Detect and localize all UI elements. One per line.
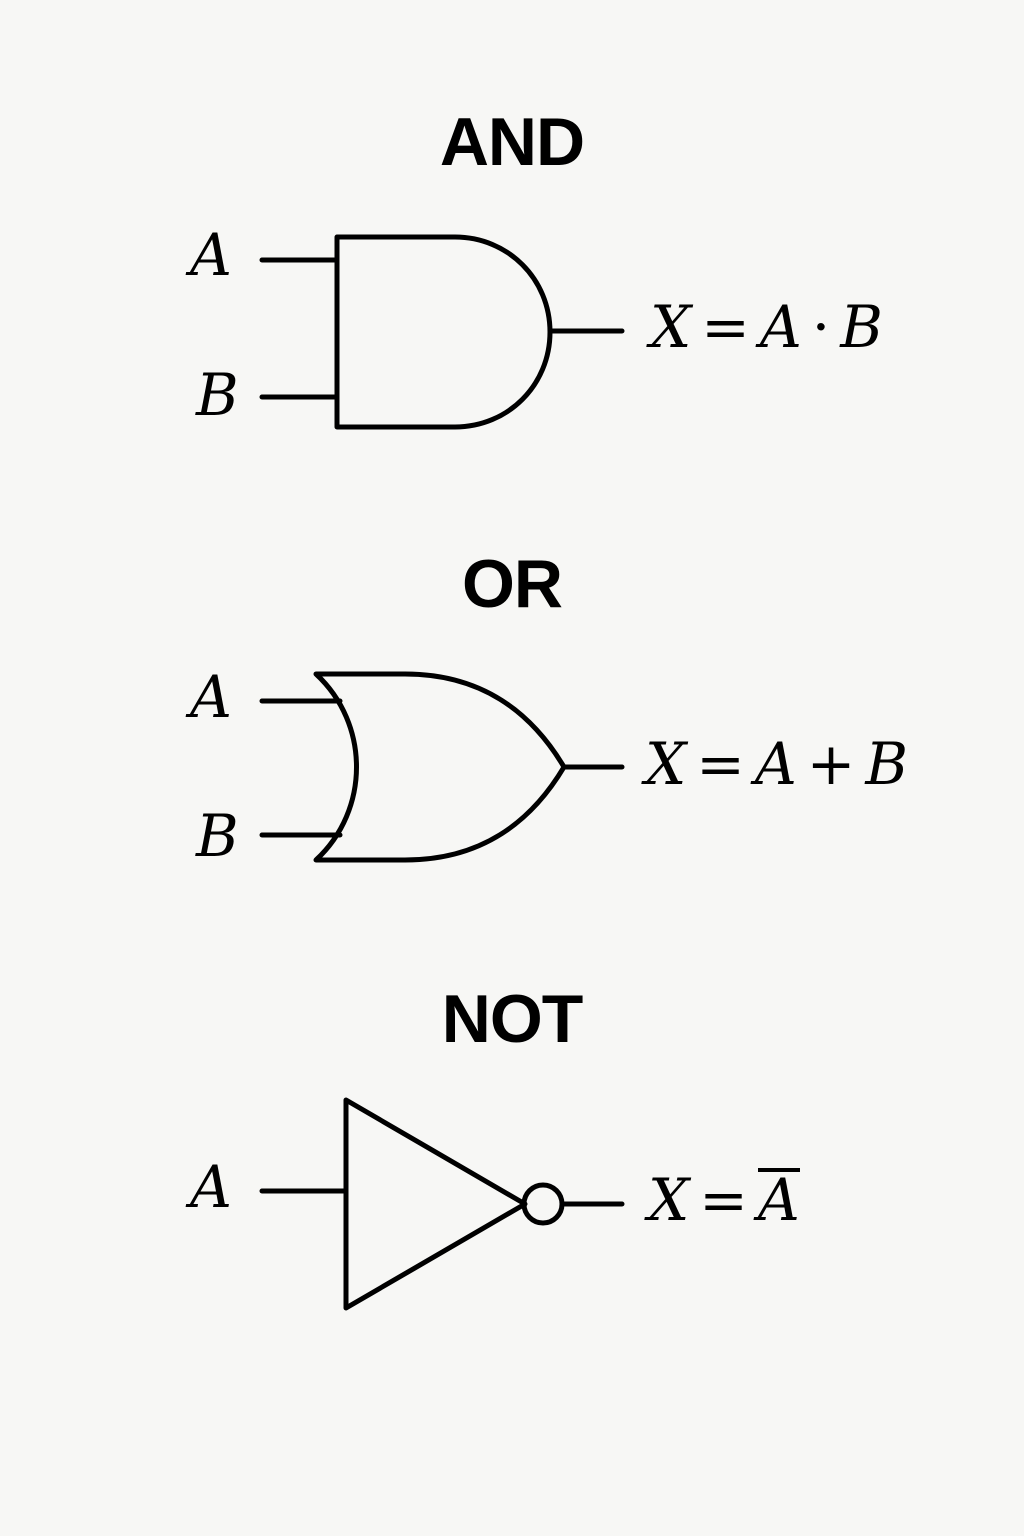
or-expression: X=A+B [645,735,908,793]
not-equals-sign: = [699,1166,748,1234]
or-expr-a: A [754,730,797,798]
and-input-a-label: A [190,221,232,289]
and-gate-title: AND [439,104,585,180]
and-expression: X=A·B [650,298,883,356]
not-gate-body [343,1097,528,1311]
and-input-b-label: B [196,361,239,429]
and-gate [259,234,625,430]
or-output-symbol: X [645,730,687,798]
and-expr-a: A [759,293,802,361]
not-gate [259,1097,625,1311]
or-gate-body [313,671,567,863]
not-gate-title: NOT [441,981,584,1057]
not-inversion-bubble [521,1182,565,1226]
and-equals-sign: = [701,293,750,361]
or-gate-title: OR [462,546,563,622]
or-expr-b: B [865,730,909,798]
or-equals-sign: = [696,730,745,798]
or-input-a-label: A [190,663,232,731]
not-expression: X=A [648,1168,800,1229]
not-output-symbol: X [648,1166,690,1234]
and-expr-b: B [840,293,883,361]
and-output-symbol: X [650,293,692,361]
or-gate [259,671,625,863]
not-input-a-label: A [190,1153,232,1221]
or-input-b-label: B [196,802,239,870]
not-expr-a-bar: A [757,1166,800,1234]
and-gate-body [334,234,553,430]
and-operator: · [811,293,831,361]
or-operator: + [806,730,856,798]
